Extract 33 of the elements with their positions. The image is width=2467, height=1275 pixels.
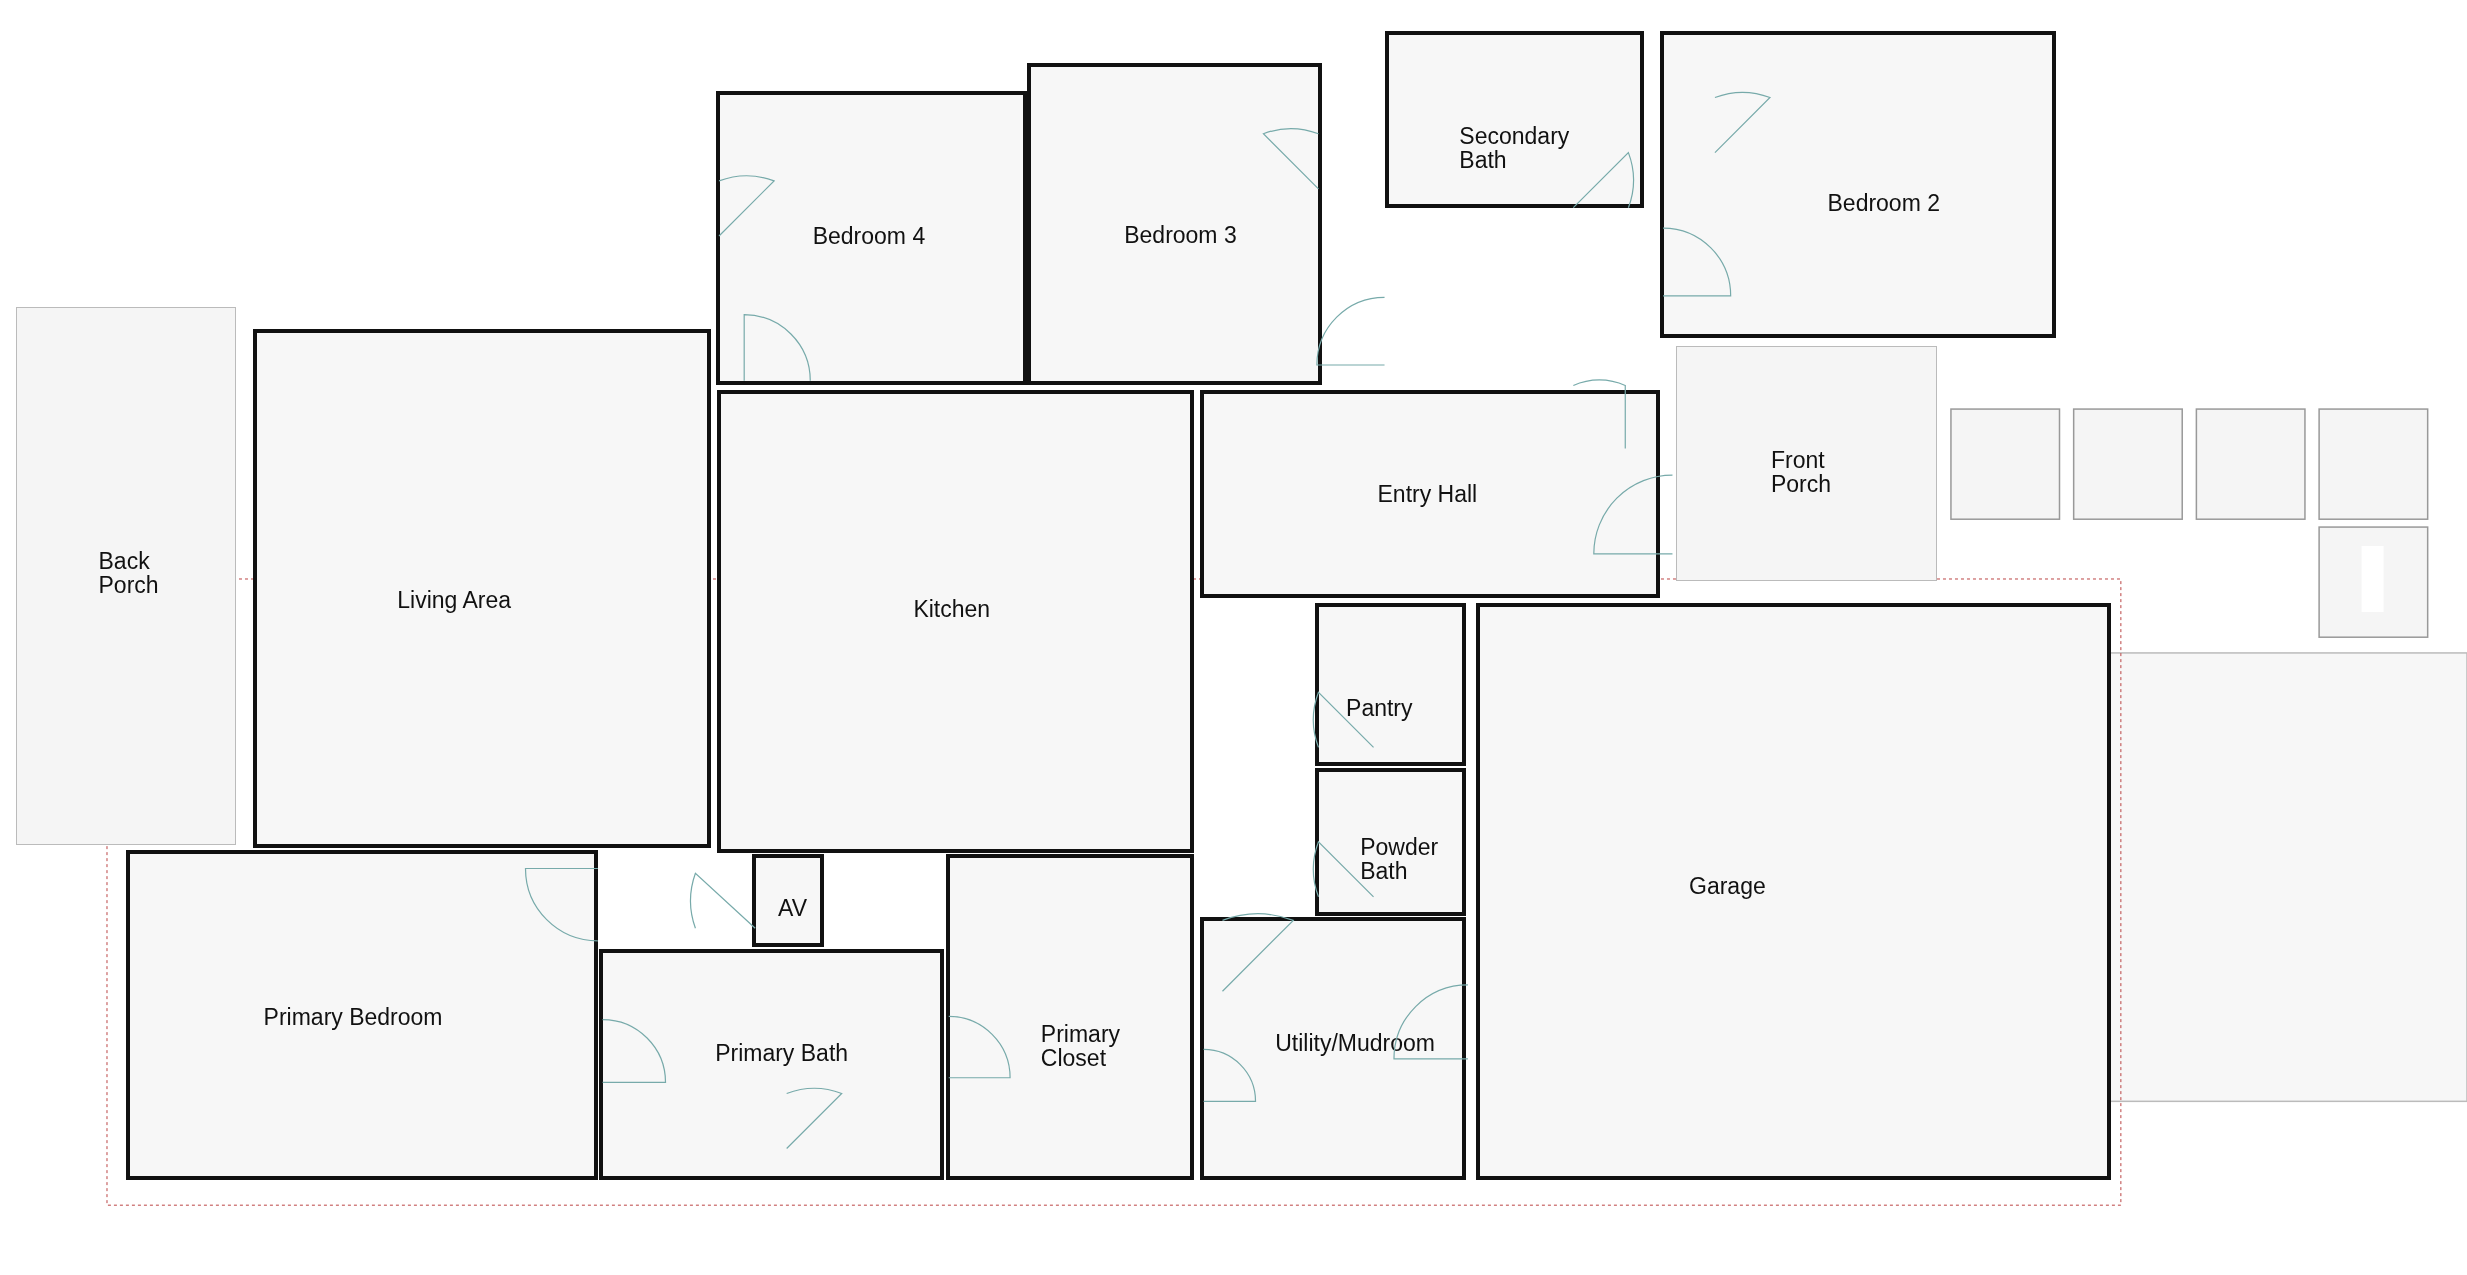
room-area bbox=[1200, 917, 1467, 1180]
room-area bbox=[1659, 31, 2057, 339]
room-label: Secondary Bath bbox=[1459, 123, 1570, 172]
room-label: Primary Bedroom bbox=[263, 1004, 443, 1029]
room-area bbox=[715, 91, 1028, 386]
room-area bbox=[752, 854, 825, 948]
room-label: Utility/Mudroom bbox=[1275, 1031, 1435, 1056]
room-label: Bedroom 3 bbox=[1124, 222, 1237, 247]
porch-area bbox=[15, 306, 236, 845]
room-area bbox=[1200, 390, 1660, 598]
room-area bbox=[1315, 767, 1467, 916]
room-area bbox=[599, 948, 944, 1180]
porch-area bbox=[1675, 346, 1937, 581]
room-label: Primary Closet bbox=[1040, 1021, 1122, 1071]
room-label: AV bbox=[778, 896, 808, 921]
room-label: Back Porch bbox=[98, 548, 160, 597]
room-label: Living Area bbox=[397, 587, 512, 612]
room-area bbox=[1315, 602, 1467, 767]
room-label: Kitchen bbox=[913, 597, 991, 622]
room-area bbox=[1384, 31, 1645, 208]
room-label: Primary Bath bbox=[715, 1040, 849, 1065]
room-area bbox=[1027, 62, 1322, 386]
room-label: Front Porch bbox=[1771, 447, 1833, 497]
room-label: Bedroom 2 bbox=[1827, 191, 1940, 216]
room-label: Garage bbox=[1689, 874, 1766, 899]
room-label: Bedroom 4 bbox=[812, 224, 926, 249]
room-label: Powder Bath bbox=[1360, 834, 1439, 883]
room-label: Pantry bbox=[1346, 696, 1413, 721]
room-area bbox=[945, 854, 1195, 1180]
room-area bbox=[253, 328, 712, 848]
room-area bbox=[717, 390, 1195, 853]
room-area bbox=[125, 849, 598, 1180]
room-label: Entry Hall bbox=[1377, 482, 1478, 507]
